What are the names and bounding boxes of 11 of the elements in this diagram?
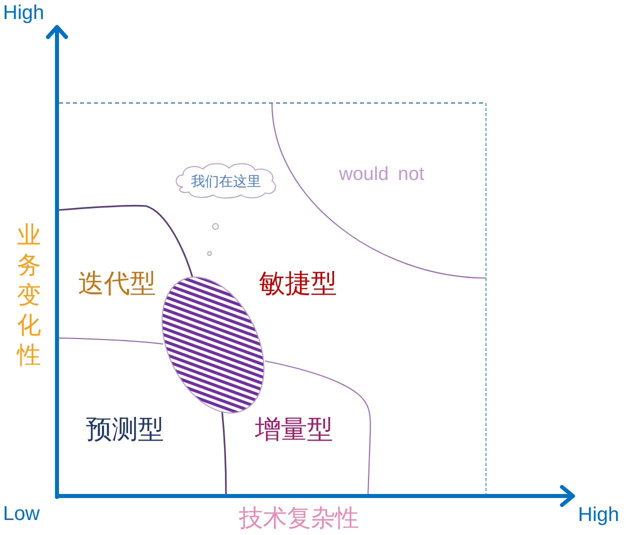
axis-end-label: Low bbox=[3, 504, 40, 524]
axis-title: 业务变化性 bbox=[17, 221, 41, 371]
cloud-text: 我们在这里 bbox=[191, 174, 261, 188]
axis-end-label: High bbox=[578, 505, 620, 525]
axis-end-label: High bbox=[3, 3, 44, 23]
region-label: would not bbox=[339, 165, 424, 184]
region-label: 迭代型 bbox=[78, 270, 156, 296]
region-label: 预测型 bbox=[86, 416, 164, 442]
region-label: 敏捷型 bbox=[259, 270, 337, 296]
region-label: 增量型 bbox=[255, 416, 333, 442]
axis-title: 技术复杂性 bbox=[239, 507, 359, 531]
